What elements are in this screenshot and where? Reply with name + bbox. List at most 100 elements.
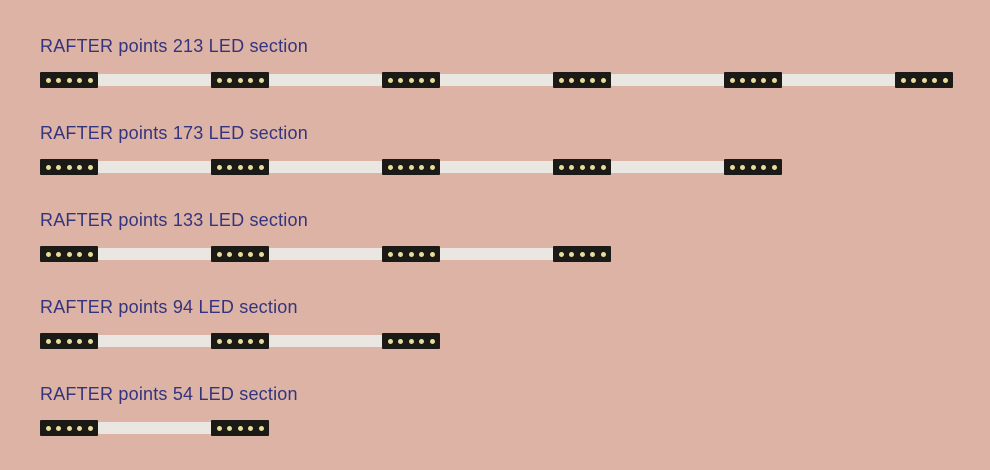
led-dot xyxy=(66,251,72,257)
led-dot xyxy=(911,77,916,83)
section-title: RAFTER points 133 LED section xyxy=(40,210,308,230)
led-segment xyxy=(40,246,98,262)
led-dot xyxy=(248,251,253,257)
led-dot xyxy=(398,164,403,170)
section-title: RAFTER points 54 LED section xyxy=(40,384,298,404)
led-dot xyxy=(237,425,243,431)
led-dot xyxy=(558,77,564,83)
led-dot xyxy=(237,251,243,257)
strip-track xyxy=(98,74,211,86)
led-dot xyxy=(729,164,735,170)
led-dot xyxy=(56,251,61,257)
led-dot xyxy=(429,251,435,257)
led-dot xyxy=(729,77,735,83)
led-dot xyxy=(77,338,82,344)
led-dot xyxy=(45,338,51,344)
led-strip xyxy=(40,420,950,436)
led-dot xyxy=(419,338,424,344)
led-dot xyxy=(87,425,93,431)
led-section-row: RAFTER points 94 LED section xyxy=(40,297,950,349)
led-dot xyxy=(932,77,937,83)
led-dot xyxy=(45,251,51,257)
led-section-row: RAFTER points 213 LED section xyxy=(40,36,953,88)
section-title: RAFTER points 173 LED section xyxy=(40,123,308,143)
led-section-row: RAFTER points 54 LED section xyxy=(40,384,950,436)
led-dot xyxy=(387,164,393,170)
led-dot xyxy=(761,164,766,170)
led-segment xyxy=(553,72,611,88)
led-dot xyxy=(258,425,264,431)
led-dot xyxy=(942,77,948,83)
led-dot xyxy=(558,251,564,257)
led-dot xyxy=(387,251,393,257)
led-dot xyxy=(216,425,222,431)
led-dot xyxy=(398,77,403,83)
strip-track xyxy=(611,74,724,86)
led-dot xyxy=(227,164,232,170)
led-dot xyxy=(590,164,595,170)
led-dot xyxy=(248,77,253,83)
led-dot xyxy=(87,251,93,257)
led-section-row: RAFTER points 133 LED section xyxy=(40,210,950,262)
led-segment xyxy=(382,246,440,262)
led-dot xyxy=(398,338,403,344)
led-dot xyxy=(45,164,51,170)
led-dot xyxy=(600,77,606,83)
led-dot xyxy=(590,77,595,83)
led-dot xyxy=(56,77,61,83)
led-strip xyxy=(40,159,950,175)
led-dot xyxy=(900,77,906,83)
led-dot xyxy=(398,251,403,257)
led-dot xyxy=(45,425,51,431)
led-dot xyxy=(429,164,435,170)
led-segment xyxy=(40,72,98,88)
led-dot xyxy=(66,338,72,344)
section-title: RAFTER points 94 LED section xyxy=(40,297,298,317)
led-segment xyxy=(211,246,269,262)
led-segment xyxy=(724,72,782,88)
led-segment xyxy=(40,333,98,349)
led-dot xyxy=(248,425,253,431)
section-title: RAFTER points 213 LED section xyxy=(40,36,308,56)
led-dot xyxy=(216,164,222,170)
strip-track xyxy=(440,161,553,173)
led-segment xyxy=(211,72,269,88)
led-dot xyxy=(237,77,243,83)
led-dot xyxy=(237,338,243,344)
led-dot xyxy=(66,164,72,170)
led-dot xyxy=(750,164,756,170)
led-dot xyxy=(258,77,264,83)
strip-track xyxy=(269,161,382,173)
led-dot xyxy=(77,251,82,257)
strip-track xyxy=(269,335,382,347)
led-segment xyxy=(211,333,269,349)
led-dot xyxy=(77,77,82,83)
led-dot xyxy=(579,251,585,257)
led-dot xyxy=(408,77,414,83)
led-dot xyxy=(579,164,585,170)
led-dot xyxy=(600,251,606,257)
led-dot xyxy=(771,77,777,83)
led-dot xyxy=(77,425,82,431)
led-dot xyxy=(227,425,232,431)
led-dot xyxy=(771,164,777,170)
strip-track xyxy=(98,422,211,434)
led-dot xyxy=(750,77,756,83)
led-dot xyxy=(429,338,435,344)
led-segment xyxy=(553,246,611,262)
led-dot xyxy=(408,251,414,257)
led-dot xyxy=(569,164,574,170)
led-dot xyxy=(600,164,606,170)
led-dot xyxy=(590,251,595,257)
led-dot xyxy=(216,77,222,83)
led-dot xyxy=(419,77,424,83)
led-dot xyxy=(216,338,222,344)
led-dot xyxy=(227,77,232,83)
led-dot xyxy=(258,251,264,257)
led-dot xyxy=(66,77,72,83)
led-dot xyxy=(258,338,264,344)
led-strip xyxy=(40,333,950,349)
led-dot xyxy=(419,164,424,170)
